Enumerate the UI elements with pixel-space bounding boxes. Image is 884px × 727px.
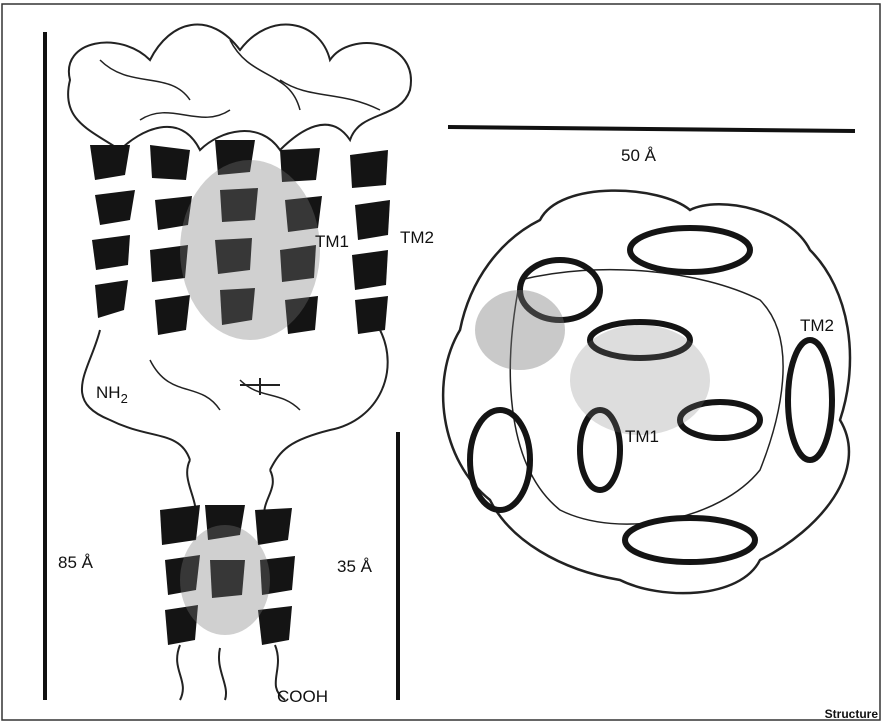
side-view-structure — [68, 25, 411, 700]
length-85-label: 85 Å — [58, 553, 93, 573]
width-50-label: 50 Å — [621, 146, 656, 166]
scale-bar-50 — [448, 127, 855, 131]
journal-credit: Structure — [825, 707, 878, 721]
tm2-label-side: TM2 — [400, 228, 434, 248]
tm2-label-top: TM2 — [800, 316, 834, 336]
nh2-label: NH2 — [96, 383, 128, 403]
nh2-subscript: 2 — [121, 391, 128, 406]
nh2-text: NH — [96, 383, 121, 402]
tm1-label-side: TM1 — [315, 232, 349, 252]
length-35-label: 35 Å — [337, 557, 372, 577]
cooh-label: COOH — [277, 687, 328, 707]
top-view-structure — [443, 191, 850, 594]
extracellular-loops — [68, 25, 411, 150]
figure-frame — [2, 4, 880, 720]
tm1-label-top: TM1 — [625, 427, 659, 447]
